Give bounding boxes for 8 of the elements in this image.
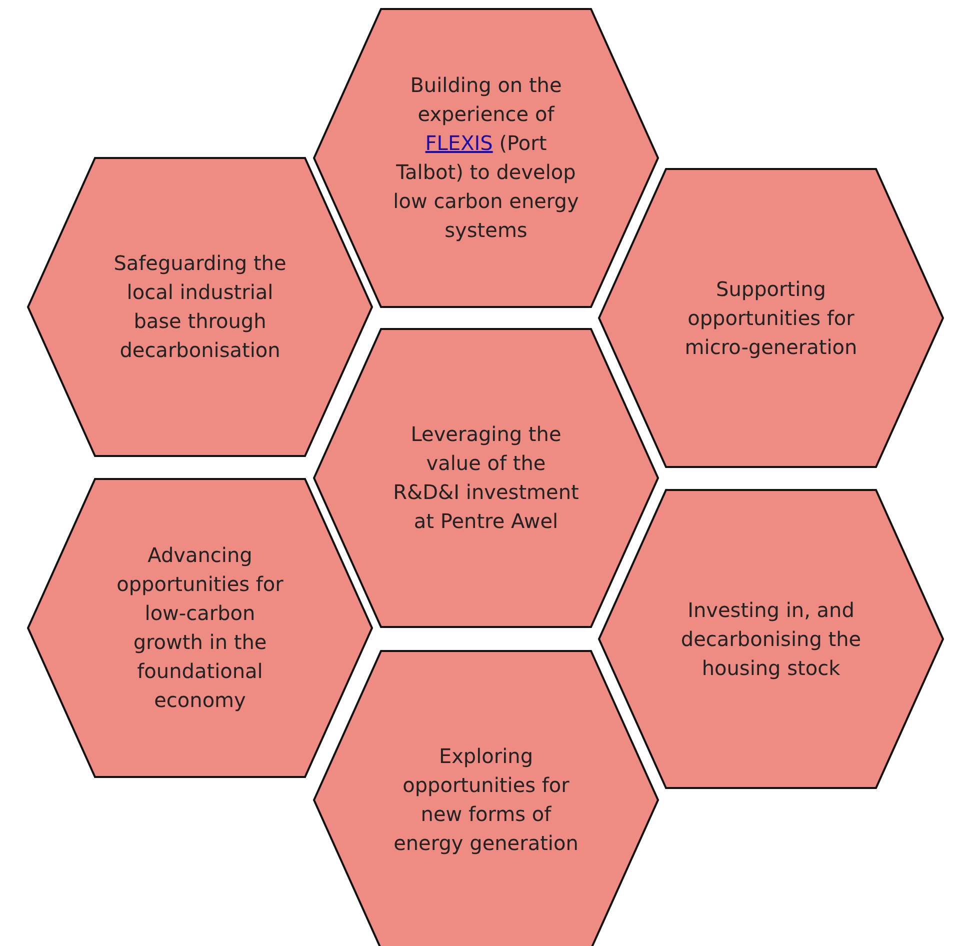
hexagon-text: Leveraging the value of the R&D&I investment at Pentre Awel <box>393 421 579 535</box>
hexagon-text: Advancing opportunities for low-carbon growth in the foundational economy <box>116 542 284 714</box>
hexagon-text: Building on the experience of FLEXIS (Port Talbot) to develop low carbon energy systems <box>393 72 579 244</box>
link: FLEXIS <box>425 131 493 155</box>
hexagon-text: Exploring opportunities for new forms of energy generation <box>393 743 579 857</box>
hexagon-text: Investing in, and decarbonising the housing stock <box>680 596 862 682</box>
hexagon-text: Safeguarding the local industrial base through decarbonisation <box>112 250 288 364</box>
hexagon-text: Supporting opportunities for micro-generation <box>684 276 858 360</box>
